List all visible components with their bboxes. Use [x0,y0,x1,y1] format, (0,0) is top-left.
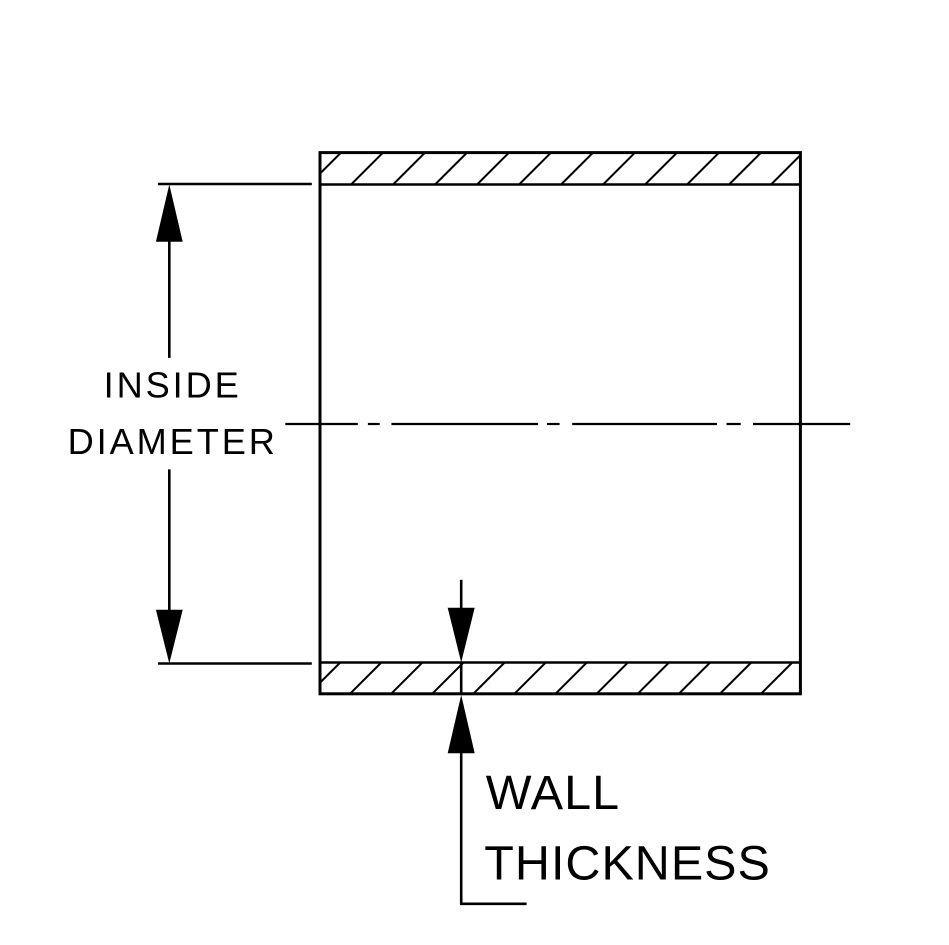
svg-text:WALL: WALL [486,766,620,820]
svg-text:INSIDE: INSIDE [104,365,242,406]
svg-text:THICKNESS: THICKNESS [484,836,771,890]
svg-text:DIAMETER: DIAMETER [68,421,278,462]
